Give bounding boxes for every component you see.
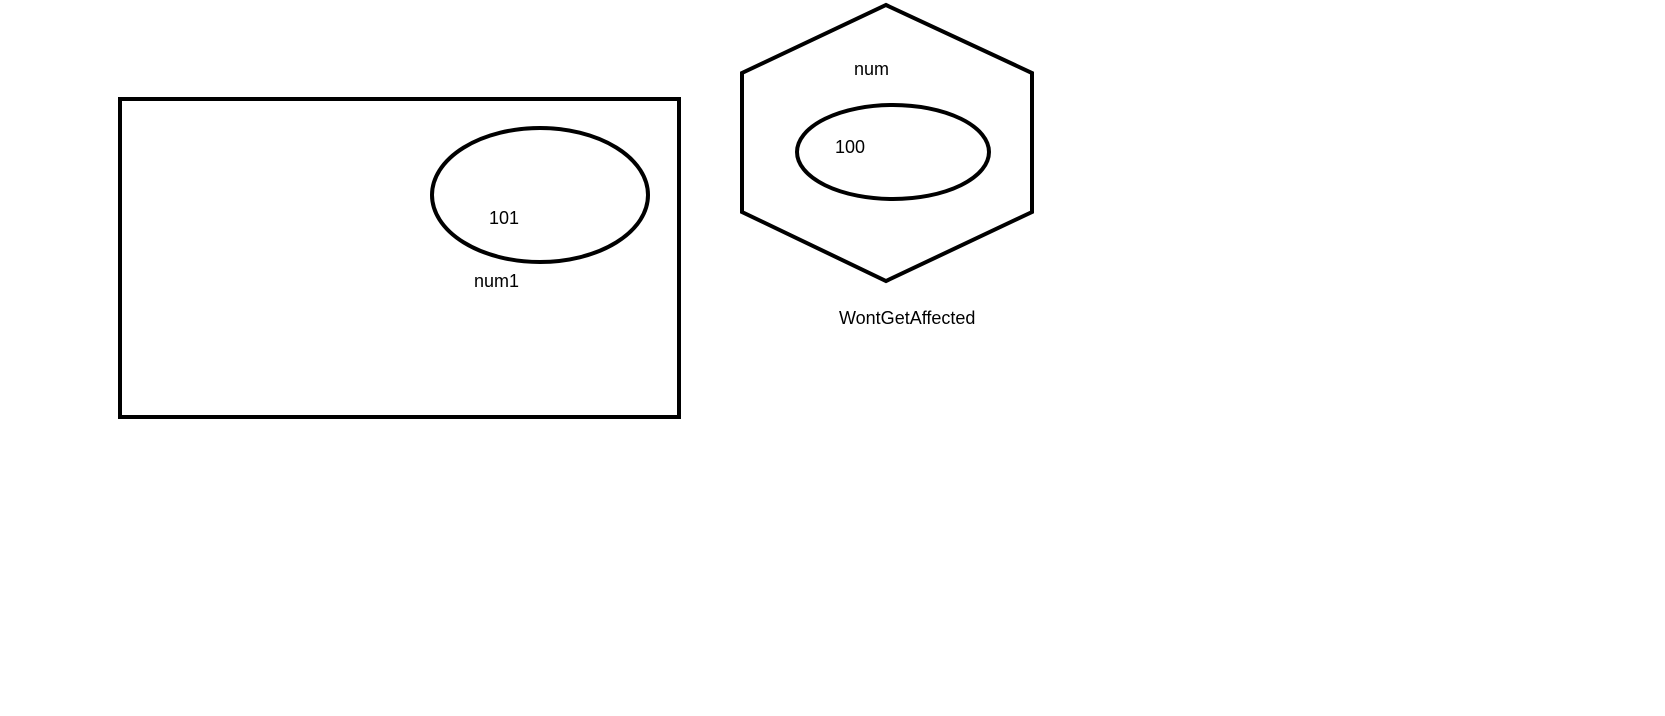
- outer-rectangle: [118, 97, 681, 419]
- variable-name-left: num1: [474, 271, 519, 291]
- value-label-left: 101: [489, 208, 519, 228]
- value-label-right: 100: [835, 137, 865, 157]
- variable-name-right: num: [854, 59, 889, 79]
- outer-hexagon: [740, 2, 1034, 284]
- value-ellipse-right: [795, 103, 991, 201]
- right-group: num 100 WontGetAffected: [740, 2, 1034, 328]
- left-group: 101 num1: [118, 97, 681, 419]
- caption-label: WontGetAffected: [839, 308, 975, 328]
- value-ellipse-left: [430, 126, 650, 264]
